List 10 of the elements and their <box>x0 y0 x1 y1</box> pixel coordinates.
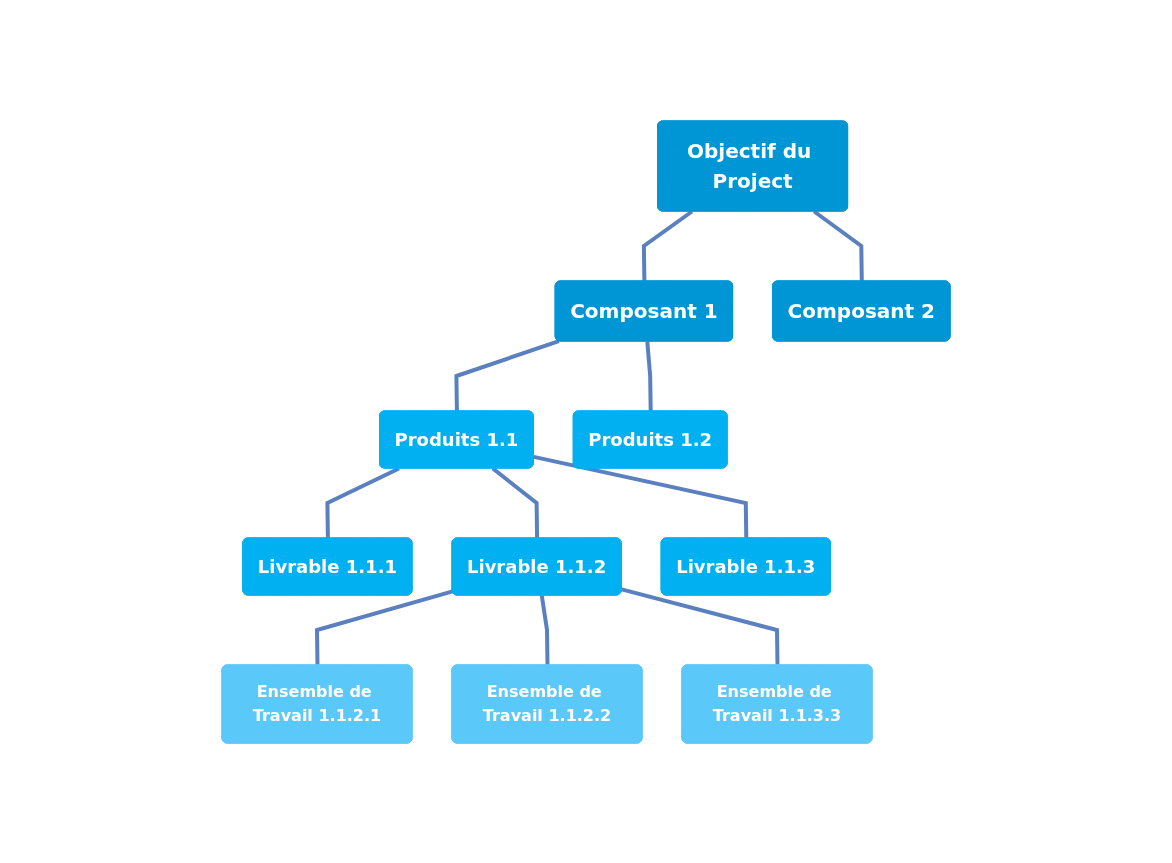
connector <box>813 209 864 282</box>
connector <box>314 589 454 666</box>
connector <box>539 594 550 666</box>
connector <box>454 338 560 412</box>
connector <box>325 466 400 539</box>
connector <box>533 454 749 539</box>
connector <box>621 586 780 666</box>
connector <box>641 209 694 282</box>
connector <box>491 466 540 539</box>
connector <box>645 340 653 412</box>
